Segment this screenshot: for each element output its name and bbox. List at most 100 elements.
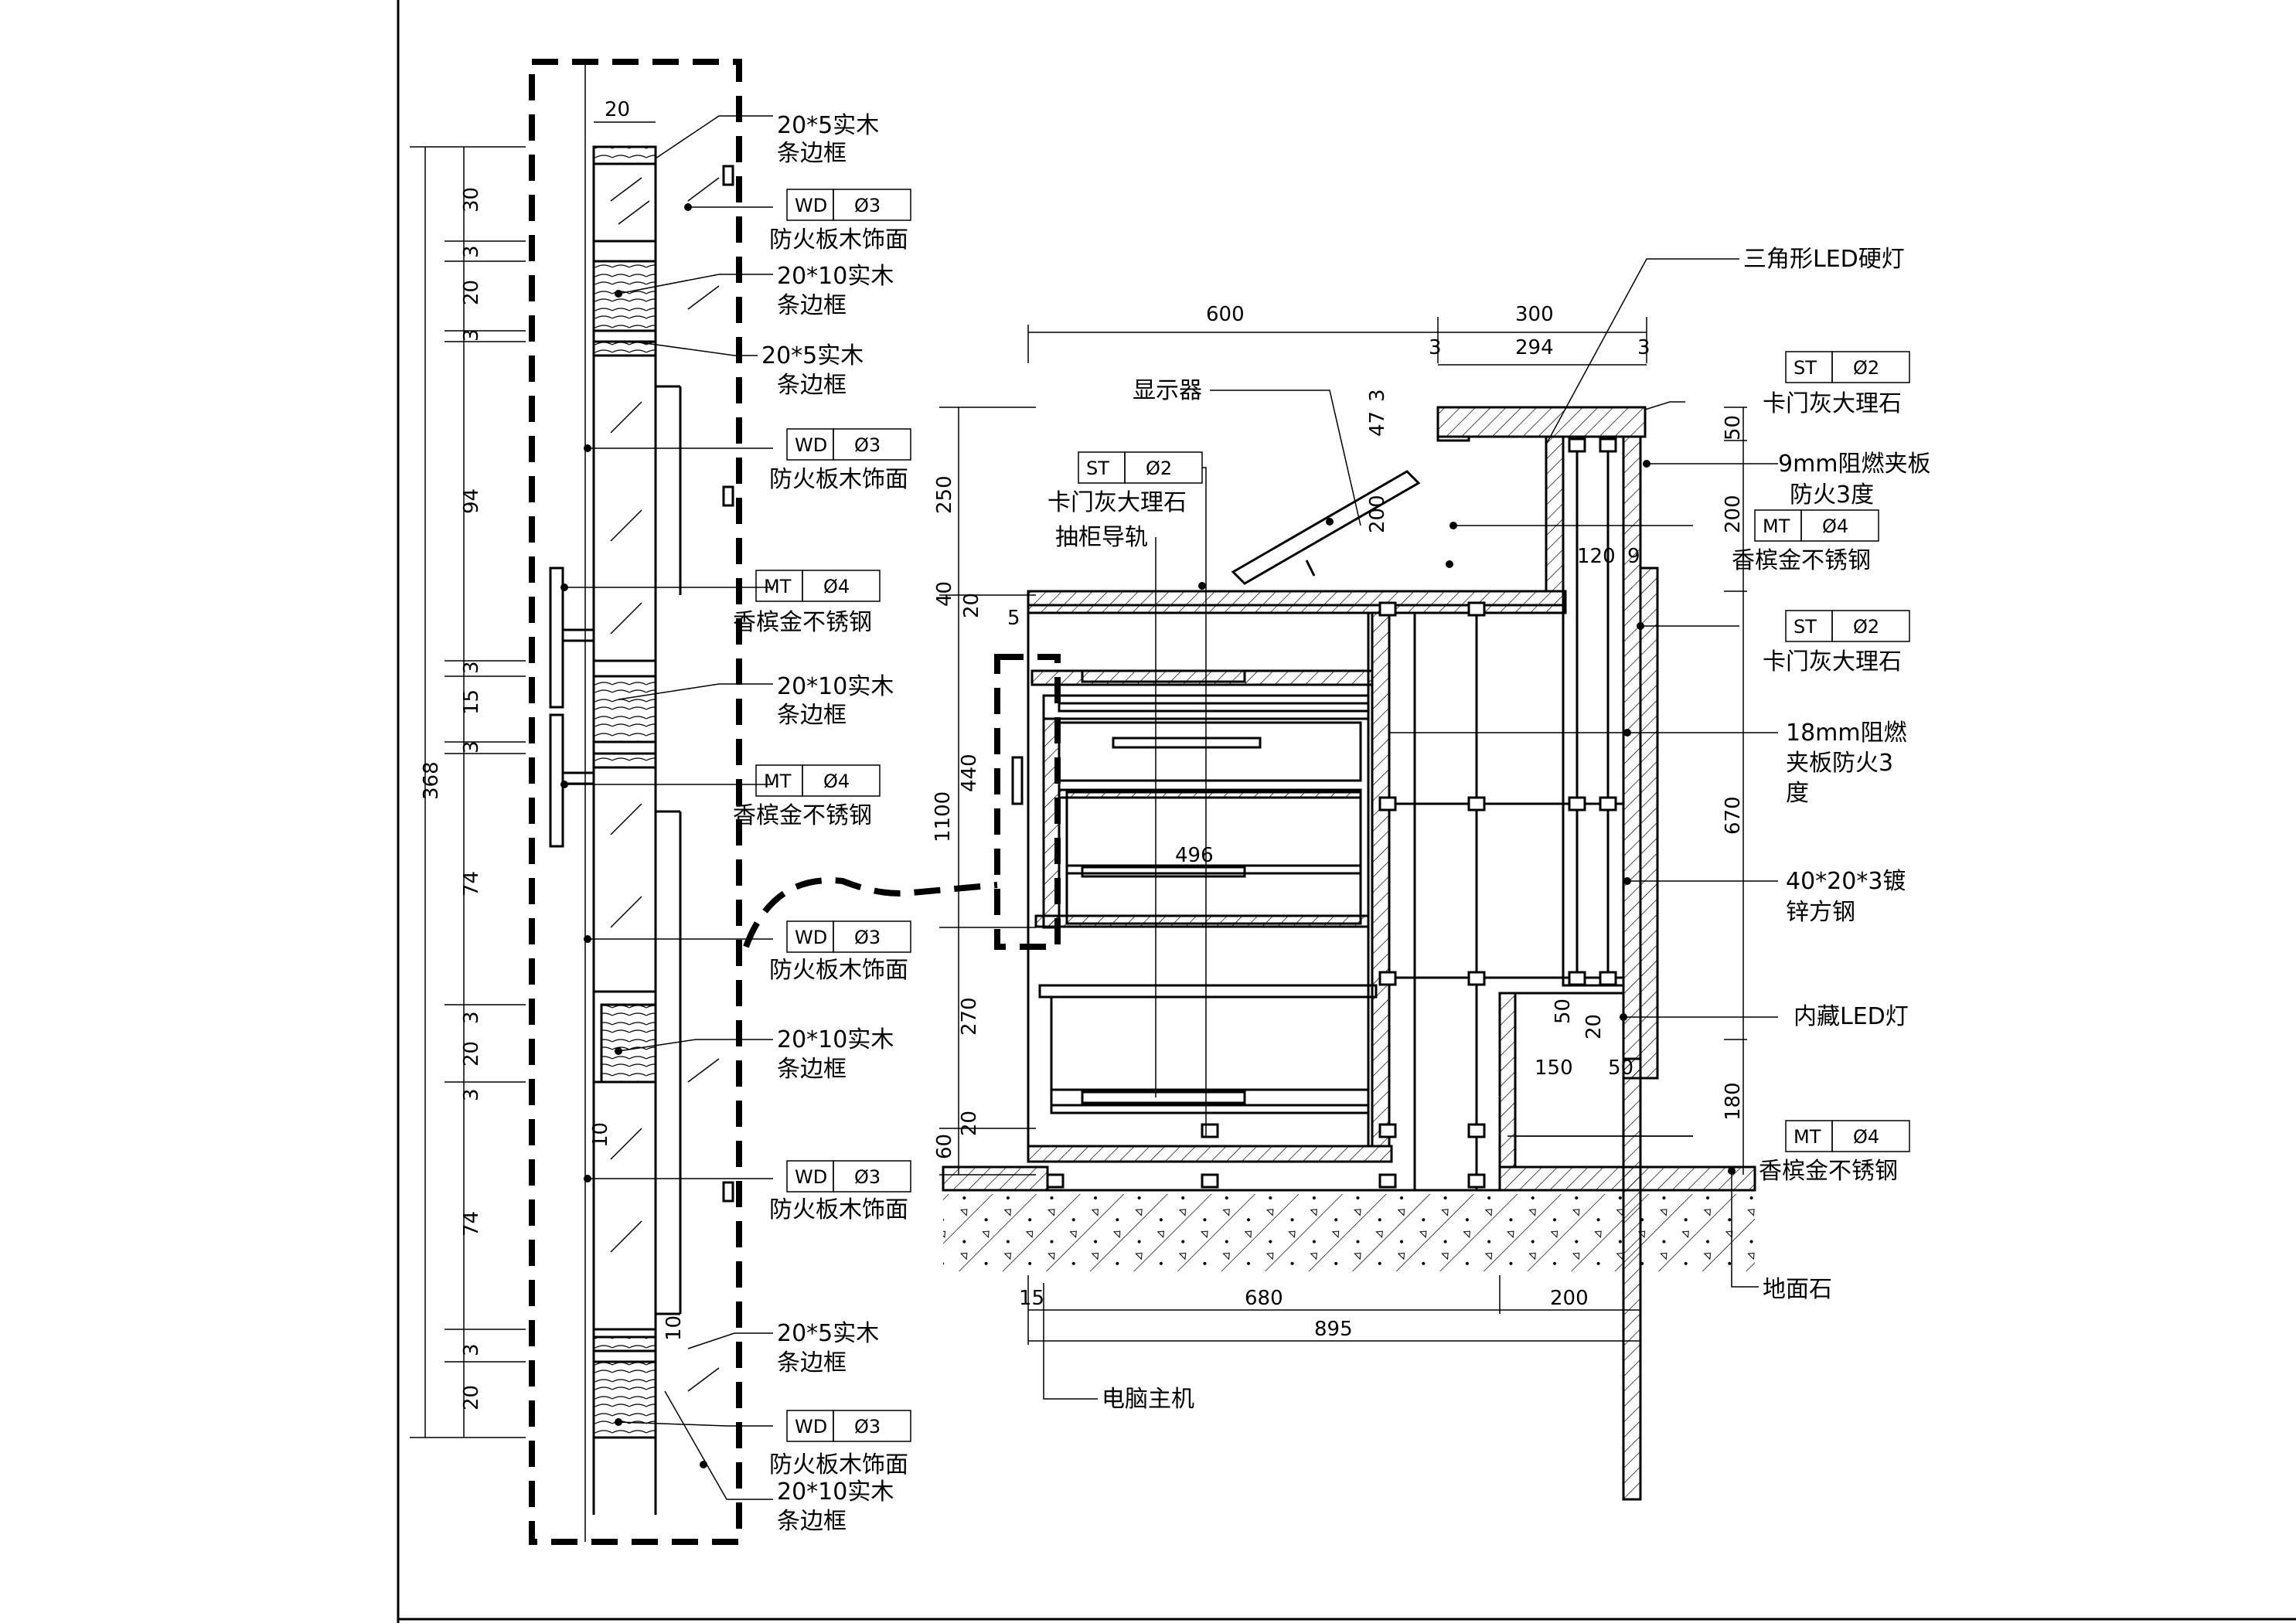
dim-60: 60	[933, 1134, 956, 1159]
dim-300: 300	[1515, 303, 1554, 326]
label-wood-20x10-b: 20*10实木	[777, 673, 894, 700]
dim-440: 440	[958, 754, 981, 792]
dim-3f: 3	[460, 1011, 483, 1024]
svg-text:Ø4: Ø4	[1853, 1126, 1879, 1148]
dim-30: 30	[460, 187, 483, 213]
dim-120: 120	[1577, 545, 1616, 568]
label-steel-4: 香槟金不锈钢	[1759, 1158, 1898, 1185]
dim-50-low: 50	[1552, 999, 1575, 1024]
label-steel-3: 香槟金不锈钢	[1732, 547, 1871, 574]
label-marble-3: 卡门灰大理石	[1048, 489, 1187, 516]
label-plywood-18: 18mm阻燃	[1786, 720, 1907, 747]
drawer-front-detail: 20 30 3 20 3 94 3 15 3 74 3 20 3 74 3 20…	[410, 59, 911, 1545]
svg-text:WD: WD	[795, 927, 827, 948]
label-wood-20x10-a: 20*10实木	[777, 263, 894, 290]
tag-st-2: ST Ø2	[1785, 610, 1910, 642]
monitor-shape	[1231, 470, 1421, 585]
detail-connector-curve	[743, 877, 998, 948]
svg-text:Ø3: Ø3	[854, 1166, 881, 1188]
dim-200-mid: 200	[1366, 495, 1389, 533]
svg-text:MT: MT	[764, 771, 792, 792]
dim-496: 496	[1175, 844, 1214, 867]
svg-text:ST: ST	[1794, 357, 1817, 379]
label-wood-20x5-c: 20*5实木	[777, 1320, 879, 1347]
dim-3h: 3	[460, 1343, 483, 1356]
dim-3d: 3	[460, 740, 483, 754]
dim-3-left: 3	[1429, 336, 1442, 359]
svg-text:ST: ST	[1086, 458, 1109, 479]
label-veneer-1: 防火板木饰面	[769, 226, 908, 253]
svg-text:MT: MT	[764, 576, 792, 597]
dim-50-r: 50	[1722, 415, 1745, 441]
dim-10a: 10	[589, 1122, 612, 1148]
tag-wd-2: WD Ø3	[786, 428, 911, 461]
dim-94: 94	[460, 488, 483, 514]
dim-15: 15	[460, 689, 483, 715]
dim-3g: 3	[460, 1088, 483, 1101]
dim-3-v: 3	[1366, 389, 1389, 402]
dim-5: 5	[1007, 607, 1020, 630]
svg-text:Ø3: Ø3	[854, 1416, 881, 1438]
svg-text:Ø2: Ø2	[1853, 357, 1879, 379]
label-veneer-3: 防火板木饰面	[769, 957, 908, 984]
label-wood-20x10-c: 20*10实木	[777, 1026, 894, 1053]
dim-47: 47	[1366, 411, 1389, 437]
label-wood-20x10-d: 20*10实木	[777, 1478, 894, 1506]
dim-50-mid: 50	[1608, 1056, 1633, 1080]
tag-wd-4: WD Ø3	[786, 1160, 911, 1193]
dim-74b: 74	[460, 1211, 483, 1237]
tag-wd-3: WD Ø3	[786, 920, 911, 953]
label-monitor: 显示器	[1133, 377, 1202, 404]
svg-text:Ø3: Ø3	[854, 434, 881, 456]
dim-680: 680	[1245, 1287, 1283, 1310]
svg-text:Ø3: Ø3	[854, 927, 881, 948]
label-wood-20x5-a: 20*5实木	[777, 112, 879, 139]
dim-200-r: 200	[1722, 495, 1745, 533]
svg-text:Ø3: Ø3	[854, 195, 881, 216]
svg-text:Ø2: Ø2	[1853, 616, 1879, 638]
dim-3c: 3	[460, 661, 483, 674]
dim-15: 15	[1019, 1287, 1044, 1310]
svg-text:MT: MT	[1763, 515, 1790, 537]
label-pc-host: 电脑主机	[1102, 1386, 1194, 1413]
label-drawer-rail: 抽柜导轨	[1055, 524, 1148, 551]
label-floor-stone: 地面石	[1763, 1276, 1832, 1303]
dim-1100: 1100	[932, 791, 955, 842]
label-fire-rating-9: 防火3度	[1790, 481, 1874, 509]
label-frame-a: 条边框	[777, 140, 847, 167]
dim-270: 270	[958, 997, 981, 1036]
dim-670: 670	[1722, 796, 1745, 835]
dim-20b: 20	[460, 1041, 483, 1067]
label-frame-e: 条边框	[777, 1056, 847, 1083]
label-plywood-9: 9mm阻燃夹板	[1778, 451, 1931, 478]
tag-mt-2: MT Ø4	[755, 764, 881, 797]
label-veneer-2: 防火板木饰面	[769, 466, 908, 493]
label-steel-tube: 40*20*3镀	[1786, 868, 1906, 895]
label-veneer-4: 防火板木饰面	[769, 1196, 908, 1223]
dim-3-right: 3	[1637, 336, 1650, 359]
dim-20-bottom: 20	[958, 1111, 981, 1136]
svg-text:WD: WD	[795, 195, 827, 216]
tag-mt-1: MT Ø4	[755, 570, 881, 602]
label-steel-tube-b: 锌方钢	[1786, 899, 1855, 926]
tag-wd-5: WD Ø3	[786, 1410, 911, 1442]
svg-text:WD: WD	[795, 434, 827, 456]
svg-text:ST: ST	[1794, 616, 1817, 638]
dim-180: 180	[1722, 1082, 1745, 1121]
label-marble-1: 卡门灰大理石	[1763, 390, 1902, 417]
dim-250: 250	[933, 475, 956, 514]
svg-text:Ø4: Ø4	[823, 771, 850, 792]
dim-20-low: 20	[1582, 1014, 1606, 1039]
svg-text:WD: WD	[795, 1166, 827, 1188]
label-frame-d: 条边框	[777, 702, 847, 729]
dim-20-top: 20	[960, 593, 983, 618]
label-plywood-18-b: 夹板防火3	[1786, 750, 1893, 777]
tag-st-1: ST Ø2	[1785, 351, 1910, 383]
svg-text:Ø4: Ø4	[823, 576, 850, 597]
dim-150: 150	[1535, 1056, 1573, 1080]
label-plywood-18-c: 度	[1786, 780, 1809, 807]
svg-text:WD: WD	[795, 1416, 827, 1438]
